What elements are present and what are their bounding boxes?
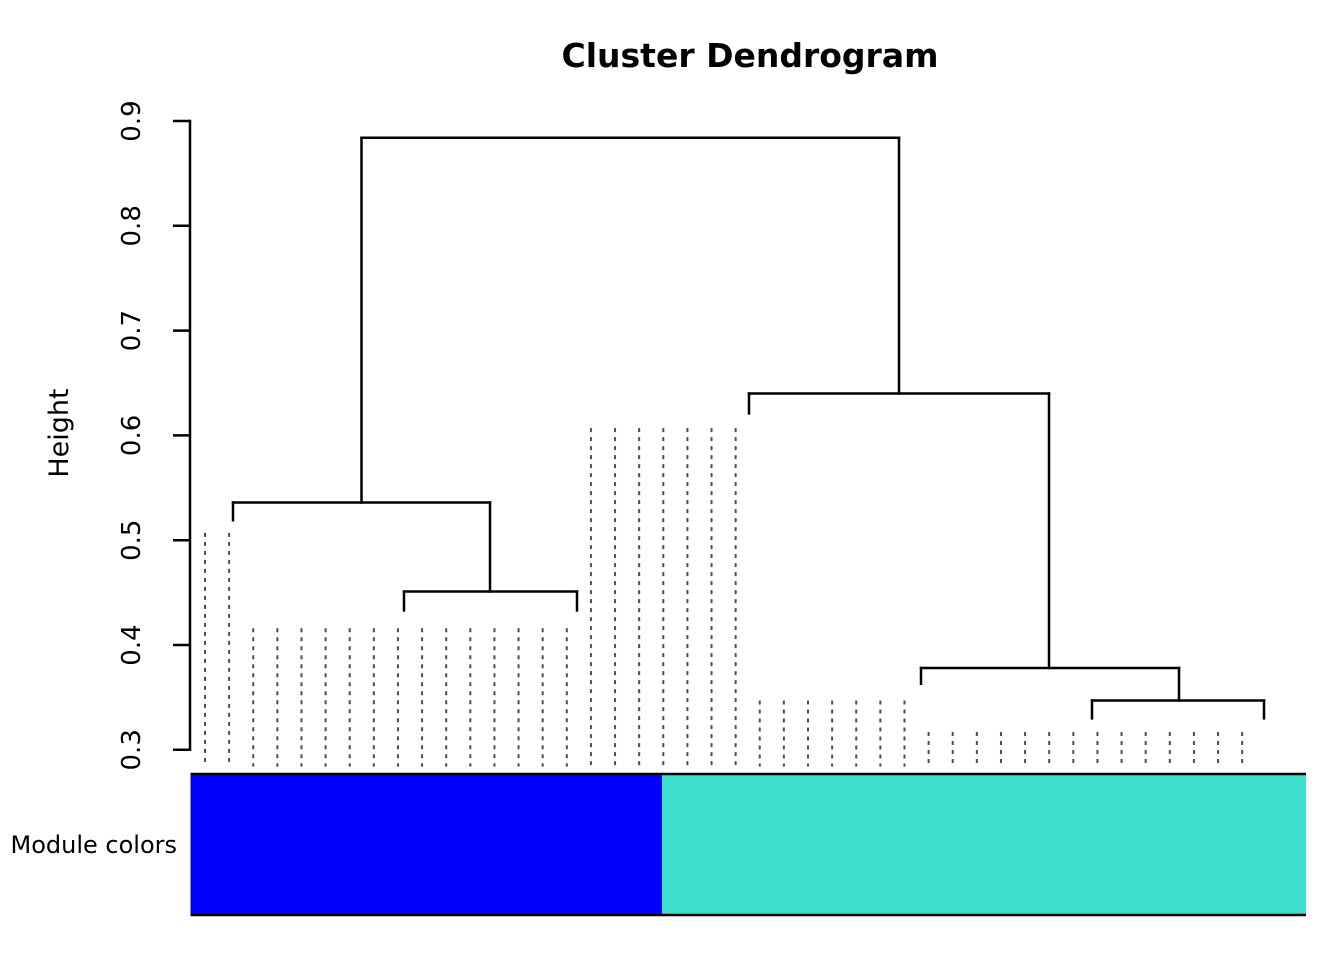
y-tick-label: 0.7 — [117, 310, 147, 351]
module-segment-blue — [190, 773, 662, 916]
y-tick-label: 0.5 — [117, 520, 147, 561]
y-axis: 0.9 0.8 0.7 0.6 0.5 0.4 0.3 — [117, 100, 192, 770]
y-tick-label: 0.4 — [117, 624, 147, 665]
y-tick-label: 0.3 — [117, 729, 147, 770]
y-tick-label: 0.8 — [117, 205, 147, 246]
chart-title: Cluster Dendrogram — [562, 36, 939, 75]
module-colors-label: Module colors — [11, 831, 178, 859]
module-colors-bar — [190, 772, 1306, 917]
leaf-guide-lines — [204, 428, 1244, 767]
module-segment-turquoise — [662, 773, 1306, 916]
y-tick-label: 0.9 — [117, 100, 147, 141]
y-axis-title: Height — [44, 388, 75, 477]
y-tick-label: 0.6 — [117, 415, 147, 456]
dendrogram-tree-lines — [231, 136, 1266, 720]
